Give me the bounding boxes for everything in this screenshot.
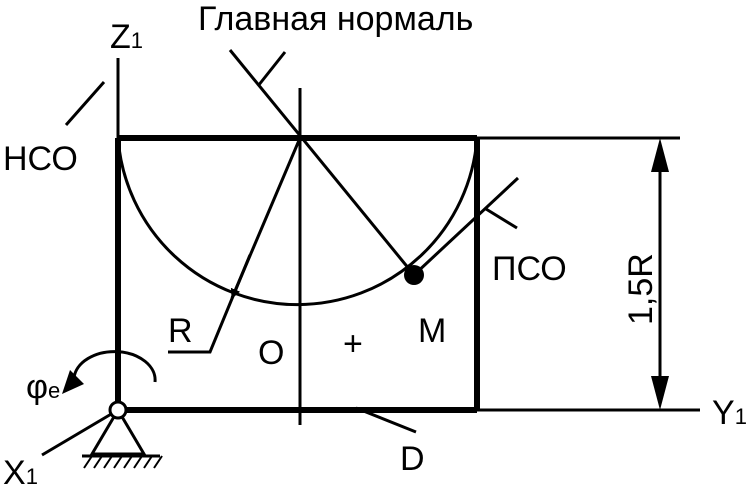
pin-joint xyxy=(108,400,128,420)
dimension-arrow-top xyxy=(651,138,669,172)
pso-label: ПСО xyxy=(492,250,567,288)
rotation-arrowhead xyxy=(62,370,84,394)
x-axis-label: X1 xyxy=(3,454,38,491)
support-hatching xyxy=(83,455,163,469)
z-axis-label: Z1 xyxy=(110,18,143,56)
x-axis-line xyxy=(41,408,119,457)
plus-label: + xyxy=(343,325,363,363)
point-m xyxy=(404,265,424,285)
height-dimension-label: 1,5R xyxy=(622,253,660,325)
pin-support-triangle xyxy=(89,407,147,456)
semicircle-arc xyxy=(116,137,479,307)
nso-label: НСО xyxy=(3,140,78,178)
main-normal-label: Главная нормаль xyxy=(198,0,473,38)
m-label: M xyxy=(418,312,446,350)
r-label: R xyxy=(168,312,193,350)
tangent-line xyxy=(412,176,520,277)
phi-label: φe xyxy=(26,368,60,406)
dimension-arrow-bottom xyxy=(651,376,669,410)
main-normal-line xyxy=(228,49,416,276)
nso-leader-line xyxy=(64,81,106,126)
d-leader-line xyxy=(355,406,417,434)
y-axis-label: Y1 xyxy=(712,394,747,432)
main-normal-leader xyxy=(256,51,287,87)
o-label: O xyxy=(258,334,284,372)
pso-leader-line xyxy=(485,207,518,230)
rotation-arrow xyxy=(72,350,157,383)
r-leader-line xyxy=(168,254,252,354)
d-label: D xyxy=(400,440,425,478)
